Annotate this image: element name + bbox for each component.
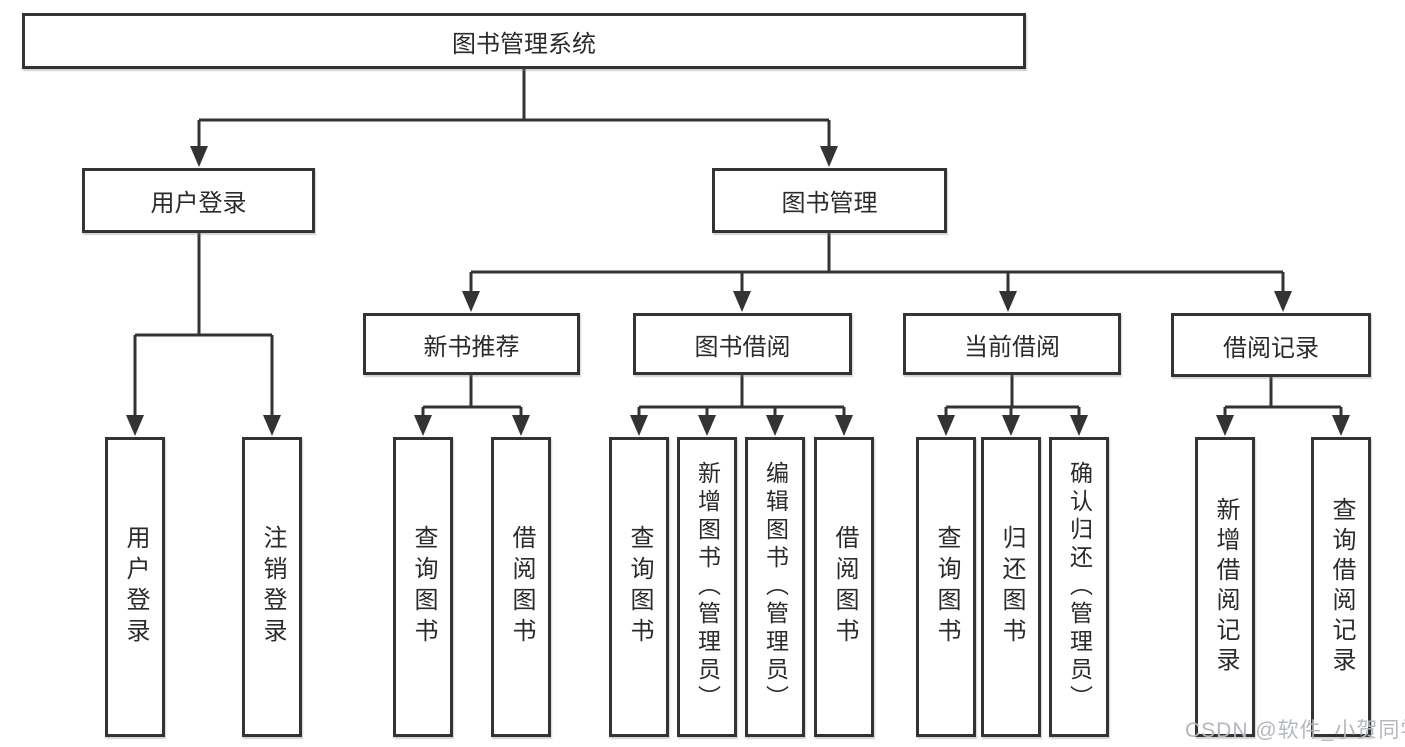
leaf-query-book-3-label: 查询图书 (933, 525, 960, 649)
node-new-book-recommend: 新书推荐 (363, 313, 580, 375)
node-current-borrow: 当前借阅 (903, 313, 1121, 375)
leaf-add-book-admin: 新增图书（管理员） (677, 437, 737, 737)
leaf-query-book-2-label: 查询图书 (626, 525, 653, 649)
node-current-borrow-label: 当前借阅 (964, 333, 1060, 361)
node-book-borrow: 图书借阅 (633, 313, 852, 375)
leaf-user-login: 用户登录 (105, 437, 165, 737)
leaf-query-book: 查询图书 (393, 437, 453, 737)
node-book-management-label: 图书管理 (781, 190, 878, 217)
csdn-watermark: CSDN @软件_小贺同学 (1185, 719, 1405, 742)
leaf-confirm-return-admin: 确认归还（管理员） (1049, 437, 1109, 737)
leaf-logout-label: 注销登录 (259, 525, 286, 649)
leaf-edit-book-admin: 编辑图书（管理员） (745, 437, 805, 737)
node-library-system: 图书管理系统 (22, 13, 1026, 69)
leaf-add-borrow-record: 新增借阅记录 (1195, 437, 1255, 737)
node-new-book-recommend-label: 新书推荐 (423, 333, 520, 361)
leaf-query-book-label: 查询图书 (410, 525, 437, 649)
leaf-add-borrow-record-label: 新增借阅记录 (1212, 497, 1239, 677)
leaf-add-book-admin-label: 新增图书（管理员） (694, 461, 721, 713)
leaf-logout: 注销登录 (242, 437, 302, 737)
node-borrow-records-label: 借阅记录 (1223, 334, 1319, 362)
leaf-borrow-book: 借阅图书 (491, 437, 551, 737)
leaf-query-borrow-record-label: 查询借阅记录 (1328, 497, 1355, 677)
node-borrow-records: 借阅记录 (1171, 313, 1371, 377)
leaf-query-book-2: 查询图书 (609, 437, 669, 737)
leaf-edit-book-admin-label: 编辑图书（管理员） (762, 461, 789, 713)
connector-lines (133, 69, 1343, 420)
leaf-borrow-book-label: 借阅图书 (508, 525, 535, 649)
leaf-borrow-book-2: 借阅图书 (814, 437, 874, 737)
node-book-management: 图书管理 (712, 168, 947, 233)
node-user-login-label: 用户登录 (150, 190, 247, 217)
node-user-login: 用户登录 (82, 168, 315, 233)
leaf-user-login-label: 用户登录 (122, 525, 149, 649)
leaf-borrow-book-2-label: 借阅图书 (831, 525, 858, 649)
leaf-query-borrow-record: 查询借阅记录 (1311, 437, 1371, 737)
leaf-return-book: 归还图书 (981, 437, 1041, 737)
node-library-system-label: 图书管理系统 (452, 30, 596, 58)
leaf-return-book-label: 归还图书 (998, 525, 1025, 649)
arrowheads (126, 146, 1350, 436)
leaf-query-book-3: 查询图书 (916, 437, 976, 737)
node-book-borrow-label: 图书借阅 (694, 333, 791, 361)
leaf-confirm-return-admin-label: 确认归还（管理员） (1066, 461, 1093, 713)
